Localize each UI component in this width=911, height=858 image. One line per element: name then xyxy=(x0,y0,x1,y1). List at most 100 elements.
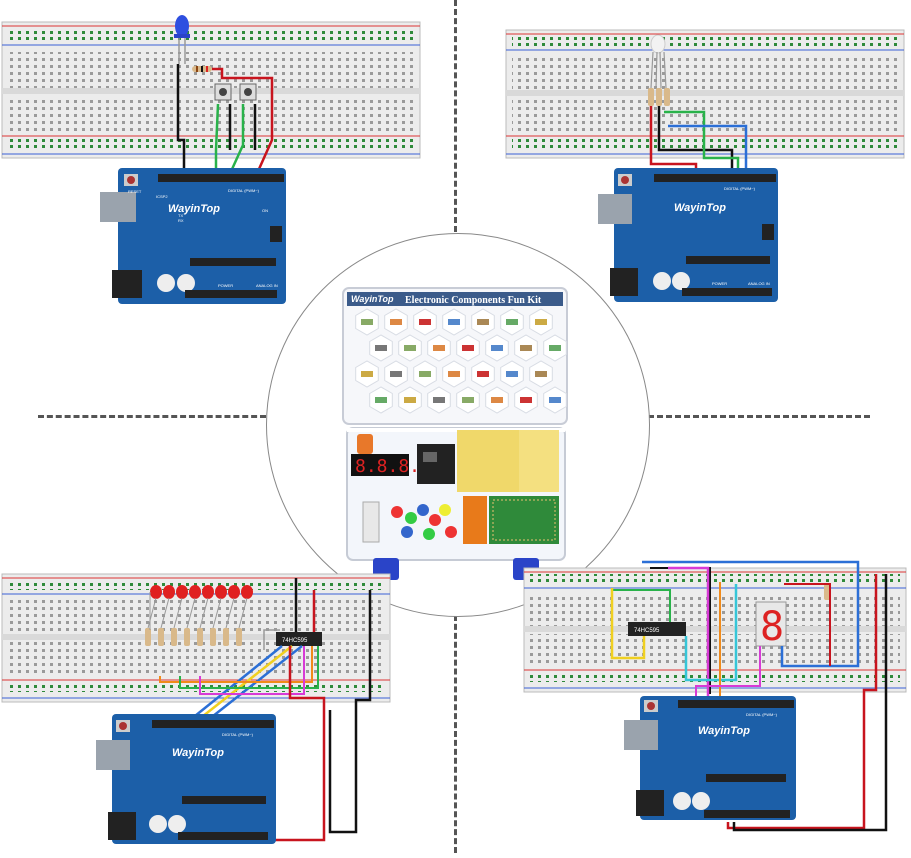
analog-label: ANALOG IN xyxy=(748,281,770,286)
rgb-led xyxy=(650,34,667,89)
prototype-pcb xyxy=(489,496,559,544)
power-module xyxy=(417,444,455,484)
seven-segment-display: 8 xyxy=(755,601,787,650)
component-kit-box: WayinTop Electronic Components Fun Kit 8… xyxy=(342,287,568,580)
component-thumbnail xyxy=(419,319,431,325)
seven-segment-display-4digit: 8.8.8.8 xyxy=(351,454,431,477)
led-leg xyxy=(147,597,157,629)
jumper-wires xyxy=(463,496,487,544)
blue-led xyxy=(174,15,190,64)
panel-led-button-circuit: WayinTop RESET ICSP2 DIGITAL (PWM~) TX R… xyxy=(0,0,440,310)
red-led xyxy=(189,585,201,599)
on-label: ON xyxy=(262,208,268,213)
component-thumbnail xyxy=(433,345,445,351)
potentiometer xyxy=(357,434,373,454)
wire-cyan xyxy=(684,584,738,682)
vertical-divider-bottom xyxy=(454,615,457,853)
red-led-row xyxy=(145,585,253,646)
reset-label: RESET xyxy=(128,189,142,194)
wire-green xyxy=(664,110,740,178)
wire-yellow xyxy=(610,588,646,660)
board-brand-label: WayinTop xyxy=(674,202,726,214)
shift-register-chip xyxy=(276,632,322,646)
resistor-pack-2 xyxy=(519,430,559,492)
wire-red xyxy=(212,67,274,179)
red-led xyxy=(241,585,253,599)
kit-photo-circle: WayinTop Electronic Components Fun Kit 8… xyxy=(266,233,650,617)
component-icon-grid xyxy=(355,308,567,414)
led-leg xyxy=(160,597,170,629)
wire-blue xyxy=(668,124,748,178)
component-thumbnail xyxy=(404,397,416,403)
icsp-label: ICSP2 xyxy=(156,194,168,199)
led-bar-diagram: 74HC595 WayinTop DIGITAL (PWM~) xyxy=(1,573,391,844)
resistor xyxy=(210,628,216,646)
power-label: POWER xyxy=(712,281,727,286)
panel-rgb-led-circuit: WayinTop DIGITAL (PWM~) POWER ANALOG IN xyxy=(500,0,911,310)
component-thumbnail xyxy=(361,371,373,377)
seven-segment-diagram: 74HC595 8 WayinTop DIGITAL (PWM~) xyxy=(523,560,907,832)
panel-led-bar-shift-register-circuit: 74HC595 WayinTop DIGITAL (PWM~) xyxy=(0,570,400,853)
shift-register-chip xyxy=(628,622,686,636)
svg-text:8: 8 xyxy=(760,604,784,650)
led-button-diagram: WayinTop RESET ICSP2 DIGITAL (PWM~) TX R… xyxy=(1,15,421,304)
component-thumbnail xyxy=(520,397,532,403)
board-brand-label: WayinTop xyxy=(172,747,224,759)
digital-label: DIGITAL (PWM~) xyxy=(746,712,778,717)
board-brand-label: WayinTop xyxy=(168,203,220,215)
leds-and-components xyxy=(391,504,457,540)
red-led xyxy=(228,585,240,599)
digital-label: DIGITAL (PWM~) xyxy=(228,188,260,193)
resistor-pack xyxy=(457,430,519,492)
component-thumbnail xyxy=(549,397,561,403)
shift-register-label: 74HC595 xyxy=(282,638,308,644)
wire-green-2 xyxy=(226,104,245,179)
component-thumbnail xyxy=(491,345,503,351)
component-thumbnail xyxy=(361,319,373,325)
component-thumbnail xyxy=(535,371,547,377)
kit-title: Electronic Components Fun Kit xyxy=(405,295,542,306)
rx-label: RX xyxy=(178,218,184,223)
component-thumbnail xyxy=(433,397,445,403)
led-leg xyxy=(225,597,235,629)
red-led xyxy=(176,585,188,599)
component-thumbnail xyxy=(462,345,474,351)
led-leg xyxy=(173,597,183,629)
component-thumbnail xyxy=(390,371,402,377)
resistor xyxy=(197,628,203,646)
resistors xyxy=(648,88,670,106)
analog-label: ANALOG IN xyxy=(256,283,278,288)
shift-register-label: 74HC595 xyxy=(634,628,660,634)
component-thumbnail xyxy=(477,319,489,325)
power-label: POWER xyxy=(218,283,233,288)
wire-magenta xyxy=(668,566,710,700)
kit-brand-label: WayinTop xyxy=(351,294,394,304)
resistor xyxy=(184,628,190,646)
component-thumbnail xyxy=(506,319,518,325)
digital-label: DIGITAL (PWM~) xyxy=(222,732,254,737)
component-thumbnail xyxy=(375,397,387,403)
component-thumbnail xyxy=(520,345,532,351)
resistor xyxy=(158,628,164,646)
rgb-led-diagram: WayinTop DIGITAL (PWM~) POWER ANALOG IN xyxy=(505,29,905,302)
wire-black xyxy=(176,64,186,178)
component-thumbnail xyxy=(448,371,460,377)
kit-header xyxy=(347,292,563,306)
horizontal-divider-left xyxy=(38,415,266,418)
arduino-board: WayinTop RESET ICSP2 DIGITAL (PWM~) TX R… xyxy=(100,168,286,304)
horizontal-divider-right xyxy=(648,415,870,418)
red-led xyxy=(163,585,175,599)
component-thumbnail xyxy=(375,345,387,351)
component-thumbnail xyxy=(535,319,547,325)
resistor xyxy=(223,628,229,646)
red-led xyxy=(202,585,214,599)
component-thumbnail xyxy=(477,371,489,377)
resistor xyxy=(192,66,212,72)
component-thumbnail xyxy=(390,319,402,325)
resistor xyxy=(171,628,177,646)
arduino-board: WayinTop DIGITAL (PWM~) xyxy=(96,714,276,844)
component-thumbnail xyxy=(549,345,561,351)
component-thumbnail xyxy=(419,371,431,377)
board-brand-label: WayinTop xyxy=(698,725,750,737)
panel-seven-segment-circuit: 74HC595 8 WayinTop DIGITAL (PWM~) xyxy=(520,560,911,853)
